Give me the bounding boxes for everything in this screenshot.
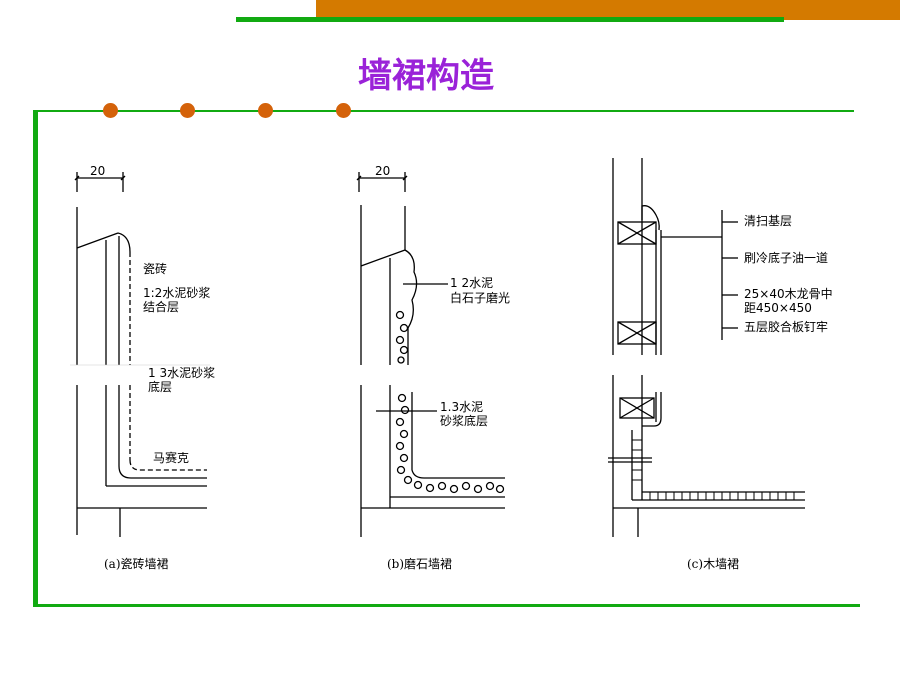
panel-b-caption: (b)磨石墙裙 — [387, 557, 453, 571]
bullet-dot — [180, 103, 195, 118]
slide-title: 墙裙构造 — [0, 48, 900, 97]
panel-b-label-base-2: 砂浆底层 — [440, 414, 489, 428]
header-green-bar — [236, 17, 784, 22]
panel-c-label-3a: 25×40木龙骨中 — [744, 287, 833, 301]
panel-c-label-4: 五层胶合板钉牢 — [744, 320, 829, 334]
panel-b-label-base-1: 1.3水泥 — [440, 400, 484, 414]
panel-a-dimension: 20 — [90, 164, 106, 178]
panel-a-label-base-2: 底层 — [148, 380, 173, 394]
panel-a-label-base-1: 1 3水泥砂浆 — [148, 366, 216, 380]
panel-b-label-terrazzo-2: 白石子磨光 — [450, 291, 511, 305]
panel-a-label-bond-1: 1:2水泥砂浆 — [143, 286, 211, 300]
slide-title-text: 墙裙构造 — [358, 56, 494, 96]
bullet-dot — [336, 103, 351, 118]
frame-top-rule — [34, 110, 854, 112]
panel-a-label-bond-2: 结合层 — [143, 300, 180, 314]
panel-a-drawing — [70, 172, 210, 537]
frame-left-rule — [33, 110, 38, 607]
bullet-dot — [258, 103, 273, 118]
panel-c-label-2: 刷冷底子油一道 — [744, 251, 829, 265]
panel-c-label-3b: 距450×450 — [744, 301, 812, 315]
panel-a-label-mosaic: 马赛克 — [153, 451, 190, 465]
panel-b-dimension: 20 — [375, 164, 391, 178]
panel-b-label-terrazzo-1: 1 2水泥 — [450, 276, 494, 290]
panel-c-caption: (c)木墙裙 — [687, 557, 740, 571]
bullet-dot — [103, 103, 118, 118]
header-orange-bar — [316, 0, 900, 20]
panel-a-label-tile: 瓷砖 — [143, 262, 168, 276]
panel-c-label-1: 清扫基层 — [744, 214, 793, 228]
frame-bottom-rule — [34, 604, 860, 607]
panel-a-caption: (a)瓷砖墙裙 — [104, 557, 169, 571]
panel-b-drawing — [356, 172, 505, 537]
panel-c-drawing — [608, 158, 805, 537]
